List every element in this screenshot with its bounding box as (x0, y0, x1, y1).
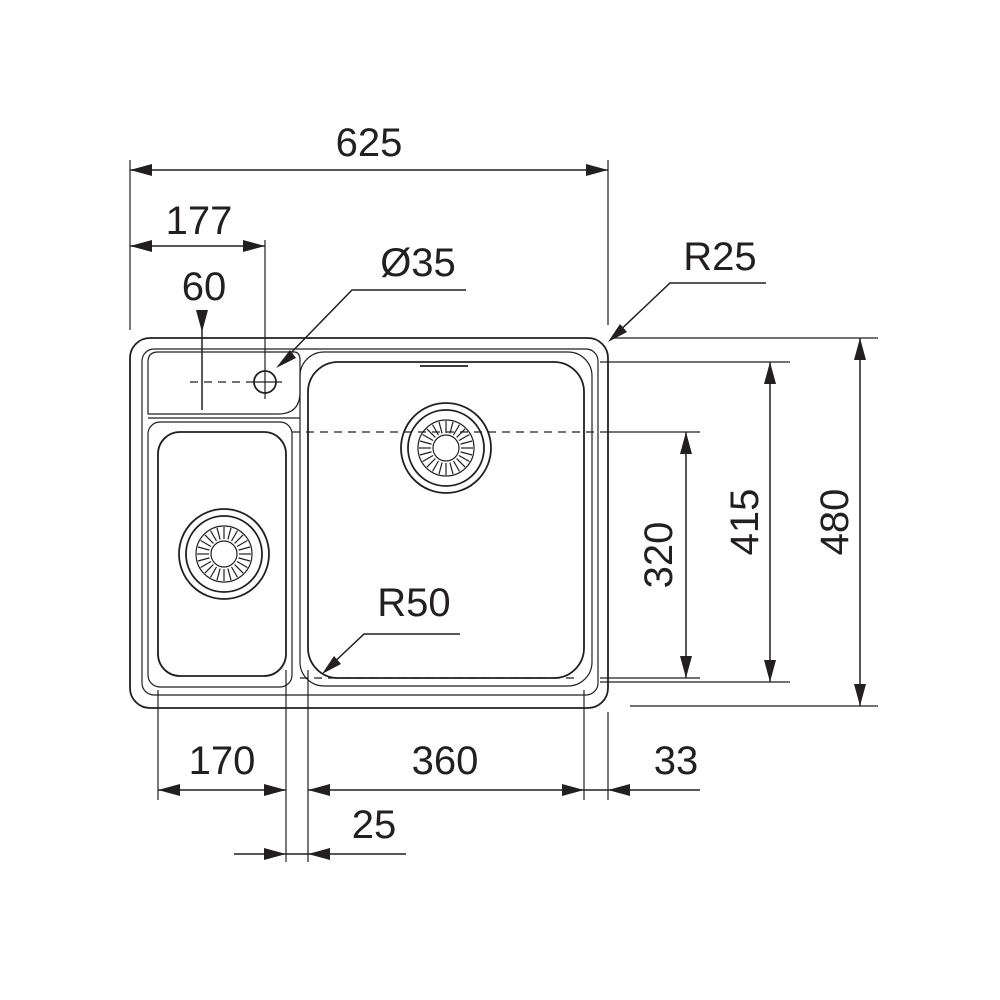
label-divider-width: 25 (352, 803, 397, 847)
drain-slot (209, 530, 218, 542)
drain-slot (197, 557, 210, 562)
drain-grid (197, 527, 251, 581)
drain-slot (227, 527, 232, 540)
drain-slot (422, 454, 434, 463)
drain-slot (431, 460, 440, 472)
drain-slot (204, 564, 214, 574)
label-overall-width: 625 (336, 121, 403, 165)
dimension-lines (130, 164, 866, 860)
drain-slot (419, 451, 432, 456)
drain-grid (419, 421, 473, 475)
drain-slot (419, 440, 432, 445)
drain-slot (216, 527, 221, 540)
drain-slot (227, 568, 232, 581)
sink-outline (129, 337, 609, 709)
extension-lines (129, 160, 878, 862)
drain-slot (426, 428, 436, 438)
drain-slot (422, 433, 434, 442)
small-bowl (157, 431, 287, 677)
drain-slot (452, 424, 461, 436)
drain-slot (449, 421, 454, 434)
label-tap-hole-depth: 60 (182, 265, 227, 309)
leader-r50 (327, 633, 460, 669)
drain-slot (438, 421, 443, 434)
drain-slot (197, 546, 210, 551)
drain-slot (209, 566, 218, 578)
label-bowl-radius: R50 (377, 581, 450, 625)
drain-slot (449, 462, 454, 475)
drain-slot (230, 530, 239, 542)
small-bowl-rim (147, 421, 293, 688)
drain-slot (460, 451, 473, 456)
label-overall-depth: 480 (813, 489, 857, 556)
drain-slot (426, 458, 436, 468)
drain-slot (200, 539, 212, 548)
label-right-rim-margin: 33 (654, 739, 699, 783)
drain-slot (238, 546, 251, 551)
leader-diameter (281, 289, 466, 363)
label-tap-hole-diameter: Ø35 (380, 241, 456, 285)
label-small-bowl-width: 170 (189, 739, 256, 783)
main-bowl-rim (299, 351, 593, 687)
drain-slot (460, 440, 473, 445)
drain-slot (234, 564, 244, 574)
label-main-bowl-depth: 415 (723, 489, 767, 556)
drain-slot (236, 539, 248, 548)
drain-slot (204, 534, 214, 544)
drain-slot (216, 568, 221, 581)
drain-slot (230, 566, 239, 578)
main-bowl-drain (400, 402, 492, 494)
label-main-bowl-width: 360 (412, 739, 479, 783)
tap-ledge (147, 351, 301, 415)
leader-r25 (613, 282, 766, 337)
label-inner-bowl-depth: 320 (637, 522, 681, 589)
drain-slot (431, 424, 440, 436)
drain-slot (236, 560, 248, 569)
drain-slot (438, 462, 443, 475)
label-corner-radius: R25 (683, 235, 756, 279)
drain-slot (200, 560, 212, 569)
label-tap-hole-offset: 177 (166, 199, 233, 243)
sink-rim-inner (141, 348, 599, 696)
drain-slot (456, 458, 466, 468)
drain-slot (234, 534, 244, 544)
small-bowl-drain (178, 508, 270, 600)
drain-slot (456, 428, 466, 438)
drain-slot (458, 433, 470, 442)
drain-slot (238, 557, 251, 562)
drain-slot (458, 454, 470, 463)
dimension-labels: 625 177 60 Ø35 R25 R50 170 360 33 25 480… (166, 121, 857, 847)
sink-rim-outer (129, 337, 609, 709)
drain-slot (452, 460, 461, 472)
